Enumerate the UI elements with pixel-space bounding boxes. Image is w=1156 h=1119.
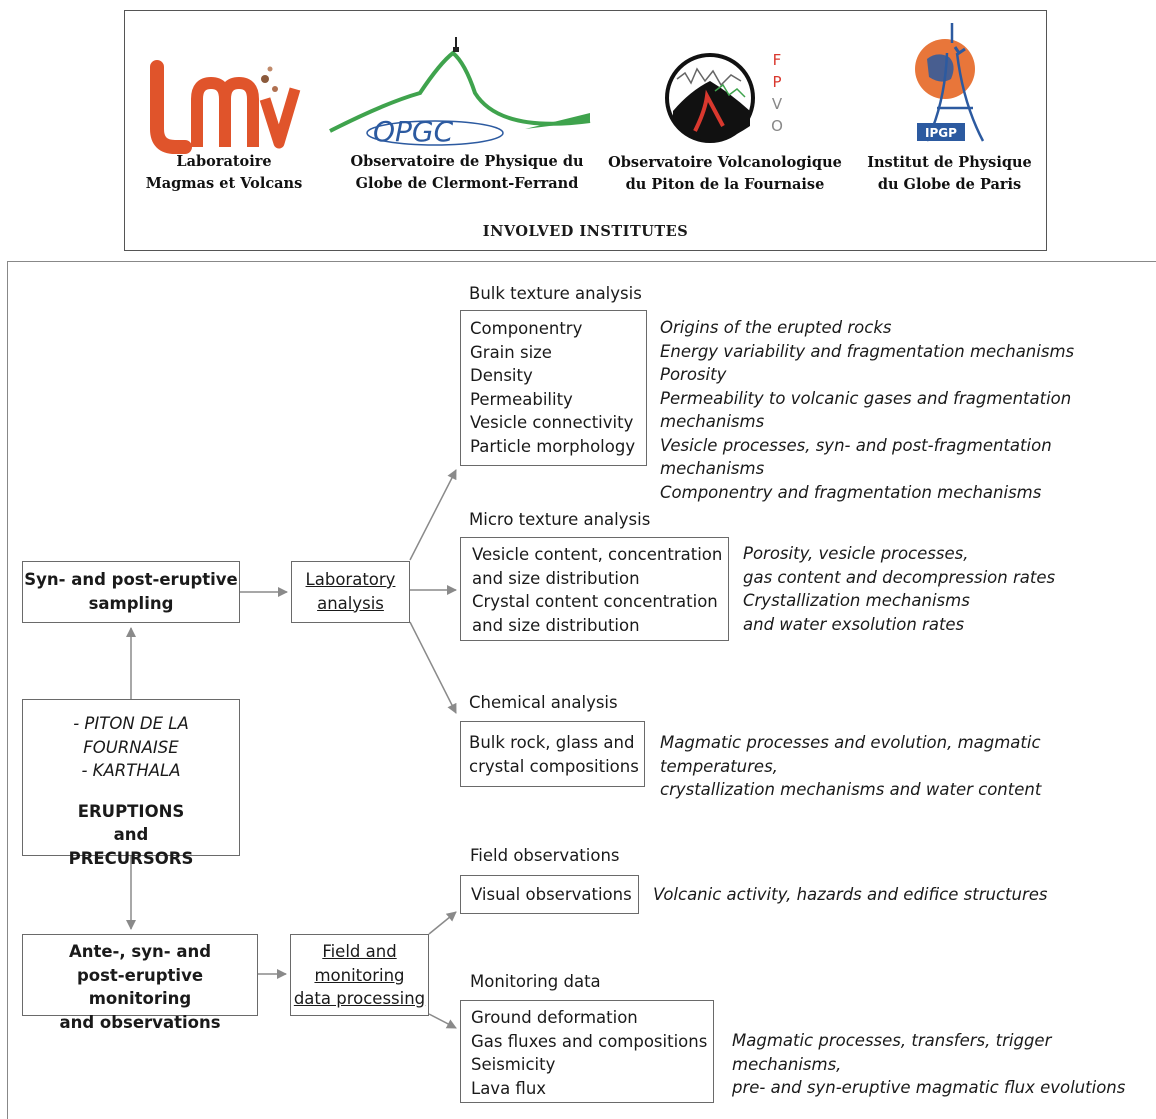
arrow-lab-to-bulk xyxy=(409,469,457,561)
institute-name-opgc: Observatoire de Physique du Globe de Cle… xyxy=(350,153,584,192)
arrow-lab-to-chemical xyxy=(409,621,457,714)
chemical-notes: Magmatic processes and evolution, magmat… xyxy=(660,733,1042,799)
svg-text:P: P xyxy=(772,73,781,91)
bulk-notes: Origins of the erupted rocks Energy vari… xyxy=(660,318,1075,502)
bulk-heading: Bulk texture analysis xyxy=(469,284,642,303)
monitoring-box: Ante-, syn- and post-eruptive monitoring… xyxy=(22,934,258,1032)
arrow-field-to-monitoring-data xyxy=(428,1013,457,1029)
ipgp-logo: IPGP xyxy=(915,23,985,142)
sampling-box: Syn- and post-eruptive sampling xyxy=(22,561,240,623)
field-obs-heading: Field observations xyxy=(470,846,620,865)
micro-items-box: Vesicle content, concentration and size … xyxy=(460,537,729,641)
micro-notes: Porosity, vesicle processes, gas content… xyxy=(743,544,1056,634)
institute-name-ovpf: Observatoire Volcanologique du Piton de … xyxy=(608,154,842,193)
institutes-panel: Laboratoire Magmas et Volcans OPGC Obser… xyxy=(124,10,1047,251)
field-processing-box: Field and monitoring data processing xyxy=(290,934,429,1016)
field-obs-items-box: Visual observations xyxy=(460,875,639,914)
arrow-field-to-visual xyxy=(428,911,457,935)
micro-heading: Micro texture analysis xyxy=(469,510,651,529)
ovpf-logo-text-f: F xyxy=(773,51,782,69)
ovpf-logo: F P V O xyxy=(665,51,783,143)
institute-name-lmv: Laboratoire Magmas et Volcans xyxy=(145,153,303,192)
chemical-items-box: Bulk rock, glass and crystal composition… xyxy=(460,721,645,787)
bulk-items-box: Componentry Grain size Density Permeabil… xyxy=(460,310,647,466)
institutes-title: INVOLVED INSTITUTES xyxy=(482,223,689,240)
svg-text:O: O xyxy=(771,117,783,135)
field-obs-notes: Volcanic activity, hazards and edifice s… xyxy=(653,885,1048,904)
opgc-logo: OPGC xyxy=(329,37,591,148)
eruptions-box: - PITON DE LA FOURNAISE - KARTHALA ERUPT… xyxy=(22,699,240,868)
institute-name-ipgp: Institut de Physique du Globe de Paris xyxy=(867,154,1032,193)
opgc-logo-text: OPGC xyxy=(373,115,454,148)
svg-text:V: V xyxy=(772,95,783,113)
eruptions-title: ERUPTIONS and PRECURSORS xyxy=(68,801,194,868)
chemical-heading: Chemical analysis xyxy=(469,693,618,712)
lmv-logo xyxy=(150,60,301,154)
monitoring-data-notes: Magmatic processes, transfers, trigger m… xyxy=(732,1031,1126,1097)
laboratory-analysis-box: Laboratory analysis xyxy=(291,561,410,623)
flow-frame-top xyxy=(7,261,1156,262)
monitoring-data-items-box: Ground deformation Gas fluxes and compos… xyxy=(460,1000,714,1103)
flow-frame-left xyxy=(7,261,8,1119)
eruption-sites: - PITON DE LA FOURNAISE - KARTHALA xyxy=(73,714,189,780)
ipgp-logo-text: IPGP xyxy=(925,126,957,140)
monitoring-data-heading: Monitoring data xyxy=(470,972,601,991)
